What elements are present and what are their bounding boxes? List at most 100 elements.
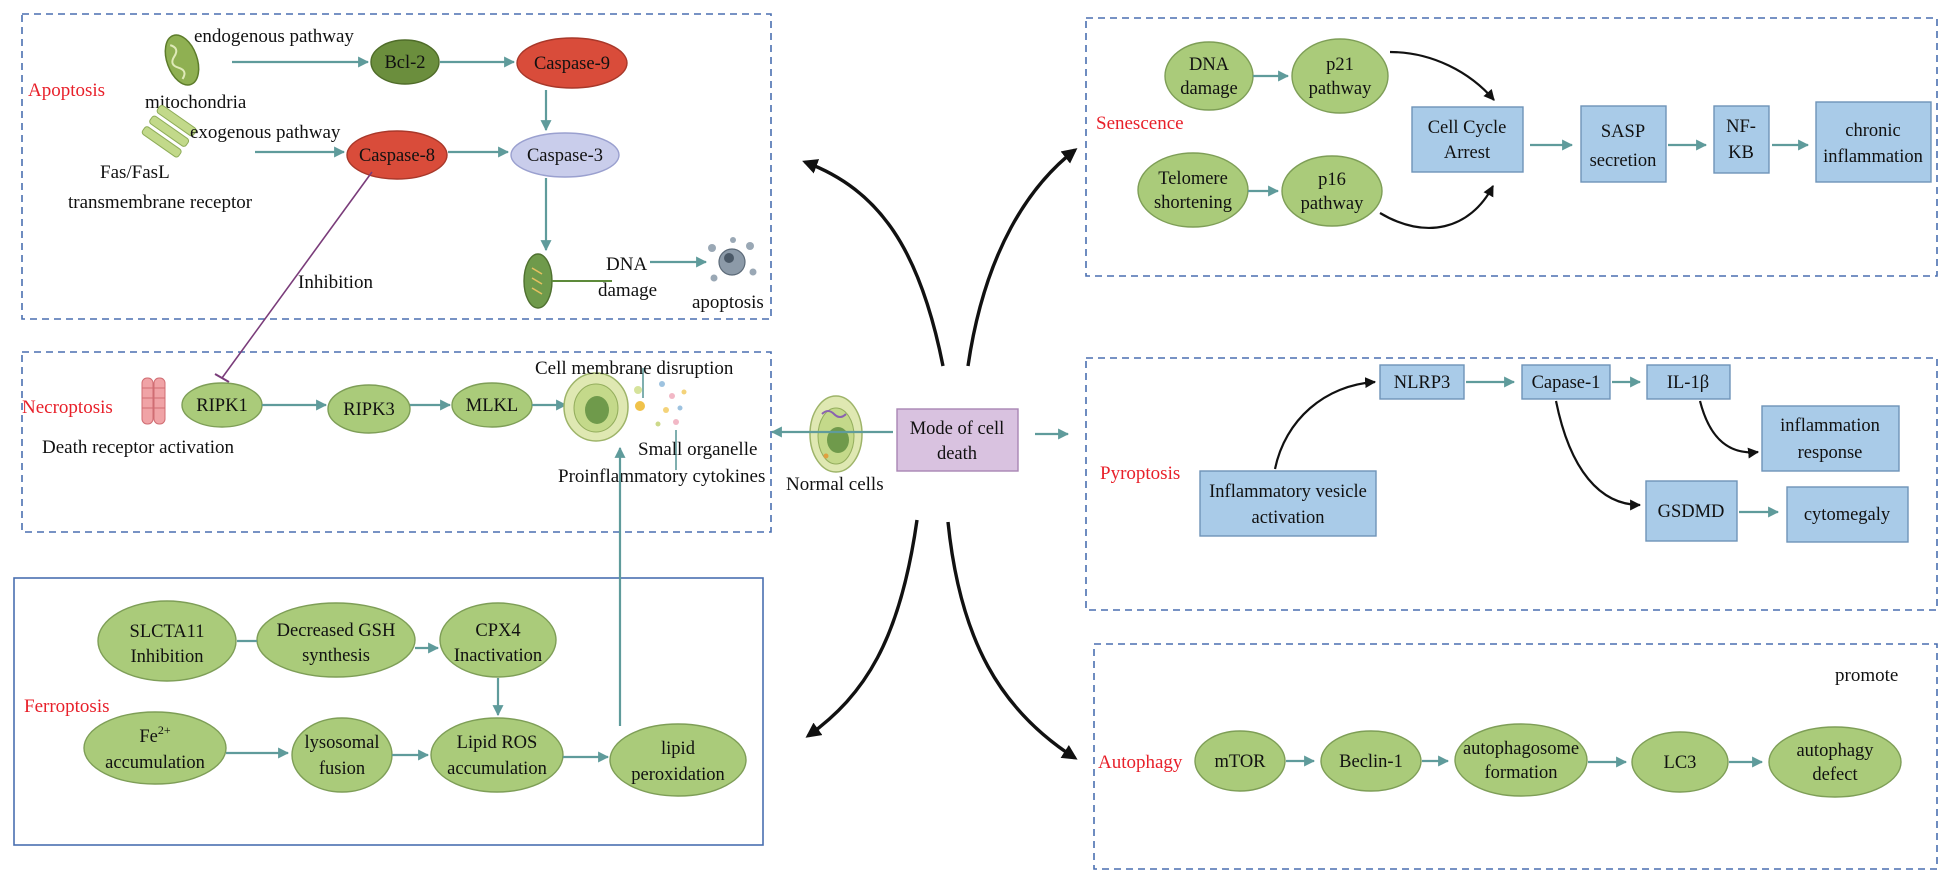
- cyto-label: cytomegaly: [1804, 505, 1891, 525]
- big-arrow-ferroptosis: [805, 519, 919, 738]
- box-cytomegaly: [1786, 486, 1909, 543]
- node-caspase8: [346, 130, 448, 180]
- exogenous-pathway-label: exogenous pathway: [190, 122, 341, 143]
- big-arrow-senescence: [966, 148, 1078, 367]
- curve-vesicle-nlrp3: [1273, 377, 1377, 470]
- gsdmd-label: GSDMD: [1658, 502, 1725, 522]
- pyroptosis-title: Pyroptosis: [1100, 463, 1180, 484]
- mode-of-cell-death-box: [896, 408, 1019, 472]
- ferroptosis-title: Ferroptosis: [24, 696, 110, 717]
- transmembrane-label: transmembrane receptor: [68, 192, 253, 213]
- box-nlrp3: [1379, 364, 1465, 400]
- mlkl-label: MLKL: [466, 396, 518, 416]
- node-autophagy-defect: [1768, 726, 1902, 798]
- necroptosis-title: Necroptosis: [22, 397, 113, 418]
- mode-label-line2: death: [937, 444, 977, 464]
- mode-label-line1: Mode of cell: [910, 419, 1005, 439]
- death-receptor-label: Death receptor activation: [42, 437, 235, 458]
- ripk1-label: RIPK1: [196, 396, 247, 416]
- lyso-line1: lysosomal: [304, 733, 379, 753]
- node-caspase3: [510, 132, 620, 178]
- p21-line2: pathway: [1309, 79, 1372, 99]
- beclin-label: Beclin-1: [1339, 752, 1403, 772]
- necroptosis-panel: [21, 351, 772, 533]
- inhibition-label: Inhibition: [298, 272, 373, 293]
- mitochondria-label: mitochondria: [145, 92, 247, 113]
- node-lc3: [1631, 731, 1729, 793]
- arrest-line1: Cell Cycle: [1428, 118, 1507, 138]
- node-ros: [430, 717, 564, 793]
- slc-line2: Inhibition: [131, 647, 204, 667]
- ripk3-label: RIPK3: [343, 400, 394, 420]
- nfkb-line1: NF-: [1726, 117, 1756, 137]
- curve-il1b-inflam: [1698, 400, 1760, 459]
- normal-cell-icon: [809, 395, 863, 473]
- gsh-line1: Decreased GSH: [277, 621, 396, 641]
- sen-dna-line1: DNA: [1189, 55, 1230, 75]
- dna-cell-icon: [523, 253, 553, 309]
- node-autophagosome: [1454, 723, 1588, 797]
- chronic-line2: inflammation: [1823, 147, 1923, 167]
- node-caspase9: [516, 37, 628, 89]
- arrest-line2: Arrest: [1444, 143, 1491, 163]
- autophagy-title: Autophagy: [1098, 752, 1183, 773]
- mitochondria-icon: [164, 34, 200, 86]
- normal-cells-label: Normal cells: [786, 474, 884, 495]
- box-inflammatory-vesicle: [1199, 470, 1377, 537]
- fe-line2: accumulation: [105, 753, 205, 773]
- box-inflammation-response: [1761, 405, 1900, 472]
- slc-line1: SLCTA11: [130, 622, 205, 642]
- caspase8-label: Caspase-8: [359, 146, 435, 166]
- membrane-label: Cell membrane disruption: [535, 358, 734, 379]
- cytokines-label: Proinflammatory cytokines: [558, 466, 765, 487]
- nfkb-line2: KB: [1728, 143, 1754, 163]
- p16-line1: p16: [1318, 170, 1346, 190]
- fas-label: Fas/FasL: [100, 162, 170, 183]
- p21-line1: p21: [1326, 55, 1354, 75]
- node-lyso: [291, 717, 393, 793]
- fas-receptor-icon: [141, 104, 197, 158]
- endogenous-pathway-label: endogenous pathway: [194, 26, 354, 47]
- fe-line1: Fe2+: [139, 723, 171, 747]
- inhibition-line: [221, 171, 373, 379]
- node-dna-damage: [1164, 41, 1254, 111]
- box-capase1: [1521, 364, 1611, 400]
- pyroptosis-panel: [1085, 357, 1938, 611]
- lc3-label: LC3: [1664, 753, 1697, 773]
- nlrp3-label: NLRP3: [1394, 373, 1451, 393]
- senescence-panel: [1085, 17, 1938, 277]
- node-fe: [83, 711, 227, 785]
- caspase9-label: Caspase-9: [534, 54, 610, 74]
- telomere-line1: Telomere: [1158, 169, 1228, 189]
- apoptosis-title: Apoptosis: [28, 80, 105, 101]
- organelle-label: Small organelle: [638, 439, 757, 460]
- apoptosis-panel: [21, 13, 772, 320]
- node-mtor: [1194, 730, 1286, 792]
- apoptosis-label: apoptosis: [692, 292, 764, 313]
- node-slc: [97, 600, 237, 682]
- inhibition-bar: [214, 373, 230, 383]
- node-cpx4: [439, 602, 557, 678]
- big-arrow-apoptosis: [802, 159, 945, 367]
- defect-line1: autophagy: [1796, 741, 1874, 761]
- box-sasp: [1580, 105, 1667, 183]
- node-bcl2: [370, 39, 440, 85]
- cpx4-line2: Inactivation: [454, 646, 542, 666]
- promote-label: promote: [1835, 665, 1898, 686]
- fe-superscript: 2+: [158, 723, 171, 737]
- big-arrow-autophagy: [946, 521, 1078, 760]
- sasp-line1: SASP: [1601, 122, 1645, 142]
- vesicle-line1: Inflammatory vesicle: [1209, 482, 1367, 502]
- box-cell-cycle-arrest: [1411, 106, 1524, 173]
- death-receptor-icon: [141, 377, 166, 425]
- ferroptosis-panel: [13, 577, 764, 846]
- apoptotic-cell-icon: [708, 237, 757, 282]
- damage-label: damage: [598, 280, 657, 301]
- telomere-line2: shortening: [1154, 193, 1232, 213]
- sasp-line2: secretion: [1590, 151, 1657, 171]
- inflam-line1: inflammation: [1780, 416, 1880, 436]
- il1b-label: IL-1β: [1667, 373, 1709, 393]
- node-p16: [1281, 155, 1383, 227]
- mtor-label: mTOR: [1214, 752, 1266, 772]
